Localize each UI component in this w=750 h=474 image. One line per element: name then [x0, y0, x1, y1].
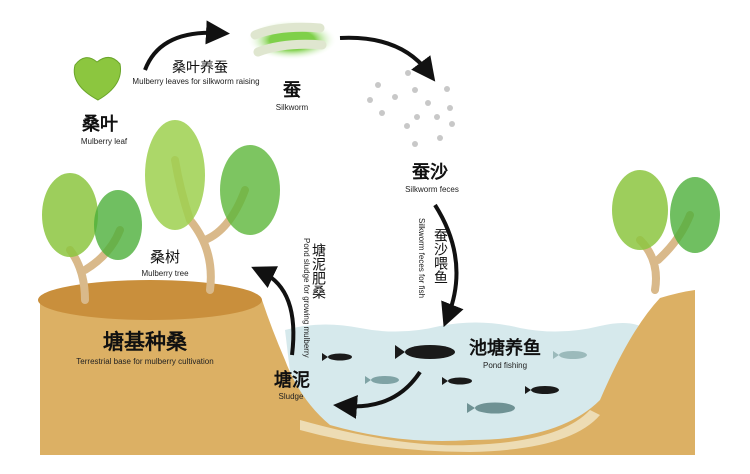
base-label-en: Terrestrial base for mulberry cultivatio…	[76, 357, 213, 366]
base-label: 塘基种桑	[103, 330, 188, 354]
arrow-fish-to-sludge	[333, 370, 422, 419]
left-dyke	[40, 286, 470, 455]
fish-group	[322, 345, 587, 414]
leaf-label-en: Mulberry leaf	[81, 137, 128, 146]
arrow-leaf-to-silkworm	[143, 20, 230, 71]
flow-sludge-label-en: Pond sludge for growing mulberry	[302, 238, 311, 358]
pond-bottom	[300, 410, 600, 452]
flow-arrows	[143, 20, 464, 419]
sludge-label: 塘泥	[274, 369, 310, 391]
pond-water	[285, 322, 640, 455]
arrow-silkworm-to-feces	[339, 35, 436, 82]
feces-label: 蚕沙	[411, 162, 448, 183]
dyke-top	[38, 280, 262, 320]
silkworm-label: 蚕	[282, 80, 302, 101]
arrow-sludge-to-tree	[251, 266, 296, 356]
mulberry-leaf-icon	[73, 57, 122, 101]
flow-feces-label-en: Silkworm feces for fish	[417, 218, 426, 298]
silkworm-label-en: Silkworm	[276, 103, 309, 112]
arrow-feces-to-fish	[433, 203, 464, 328]
feces-label-en: Silkworm feces	[405, 185, 459, 194]
silkworm-icon	[247, 20, 337, 60]
silkworm-feces-icon	[367, 70, 455, 147]
tree-foliage	[42, 120, 720, 260]
flow-feces-label: 蚕沙喂鱼	[432, 228, 448, 284]
tree-label: 桑树	[150, 248, 180, 266]
flow-sludge-label: 塘泥肥桑	[310, 243, 326, 299]
pond-label: 池塘养鱼	[469, 337, 541, 359]
leaf-label: 桑叶	[82, 114, 118, 135]
flow-leaf-label: 桑叶养蚕	[172, 60, 228, 76]
flow-leaf-label-en: Mulberry leaves for silkworm raising	[132, 77, 259, 86]
sludge-label-en: Sludge	[279, 392, 304, 401]
right-dyke	[470, 290, 695, 455]
tree-label-en: Mulberry tree	[141, 269, 189, 278]
pond-label-en: Pond fishing	[483, 361, 527, 370]
